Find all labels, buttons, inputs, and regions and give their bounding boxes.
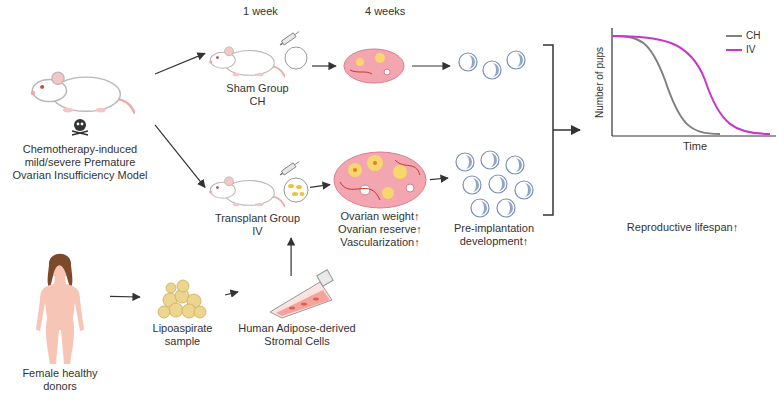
node-text: Female healthy donors bbox=[10, 367, 110, 393]
legend-row: CH bbox=[726, 30, 760, 42]
axis-label: Number of pups bbox=[594, 46, 607, 117]
time-label: 1 week bbox=[243, 5, 278, 18]
legend-swatch bbox=[726, 35, 742, 37]
node-text: Pre-implantation development↑ bbox=[448, 222, 540, 248]
node-text: CH bbox=[205, 95, 310, 108]
stromal-cells: Human Adipose-derived Stromal Cells bbox=[238, 276, 356, 348]
node-text: IV bbox=[205, 225, 310, 238]
node-text: Reproductive lifespan↑ bbox=[585, 221, 780, 234]
node-text: Transplant Group bbox=[205, 212, 310, 225]
lipoaspirate: Lipoaspirate sample bbox=[140, 280, 225, 348]
arrow-connector bbox=[430, 178, 448, 180]
embryo-outcome: Pre-implantation development↑ bbox=[448, 148, 540, 248]
transplant-group: Transplant GroupIV bbox=[205, 160, 310, 238]
arrow-connector bbox=[155, 125, 205, 187]
donor-figure: Female healthy donors bbox=[10, 255, 110, 393]
legend-text: CH bbox=[746, 30, 760, 42]
arrow-connector bbox=[110, 296, 140, 298]
node-text: Ovarian weight↑ Ovarian reserve↑ Vascula… bbox=[330, 210, 430, 249]
node-text: Sham Group bbox=[205, 82, 310, 95]
sham-group: Sham GroupCH bbox=[205, 30, 310, 108]
arrow-connector bbox=[155, 53, 205, 74]
node-text: Human Adipose-derived Stromal Cells bbox=[238, 322, 356, 348]
arrow-connector bbox=[291, 238, 292, 276]
node-text: Lipoaspirate sample bbox=[140, 322, 225, 348]
time-label: 4 weeks bbox=[365, 5, 405, 18]
axis-label: Time bbox=[683, 140, 707, 153]
arrow-connector bbox=[310, 185, 330, 188]
ovary-outcome: Ovarian weight↑ Ovarian reserve↑ Vascula… bbox=[330, 150, 430, 249]
legend-text: IV bbox=[746, 44, 755, 56]
node-text: Chemotherapy-induced mild/severe Prematu… bbox=[5, 143, 155, 182]
lifespan-chart: Reproductive lifespan↑ bbox=[585, 25, 780, 234]
legend-swatch bbox=[726, 49, 742, 51]
arrow-connector bbox=[225, 292, 238, 295]
model-group: Chemotherapy-induced mild/severe Prematu… bbox=[5, 55, 155, 182]
legend-row: IV bbox=[726, 44, 755, 56]
